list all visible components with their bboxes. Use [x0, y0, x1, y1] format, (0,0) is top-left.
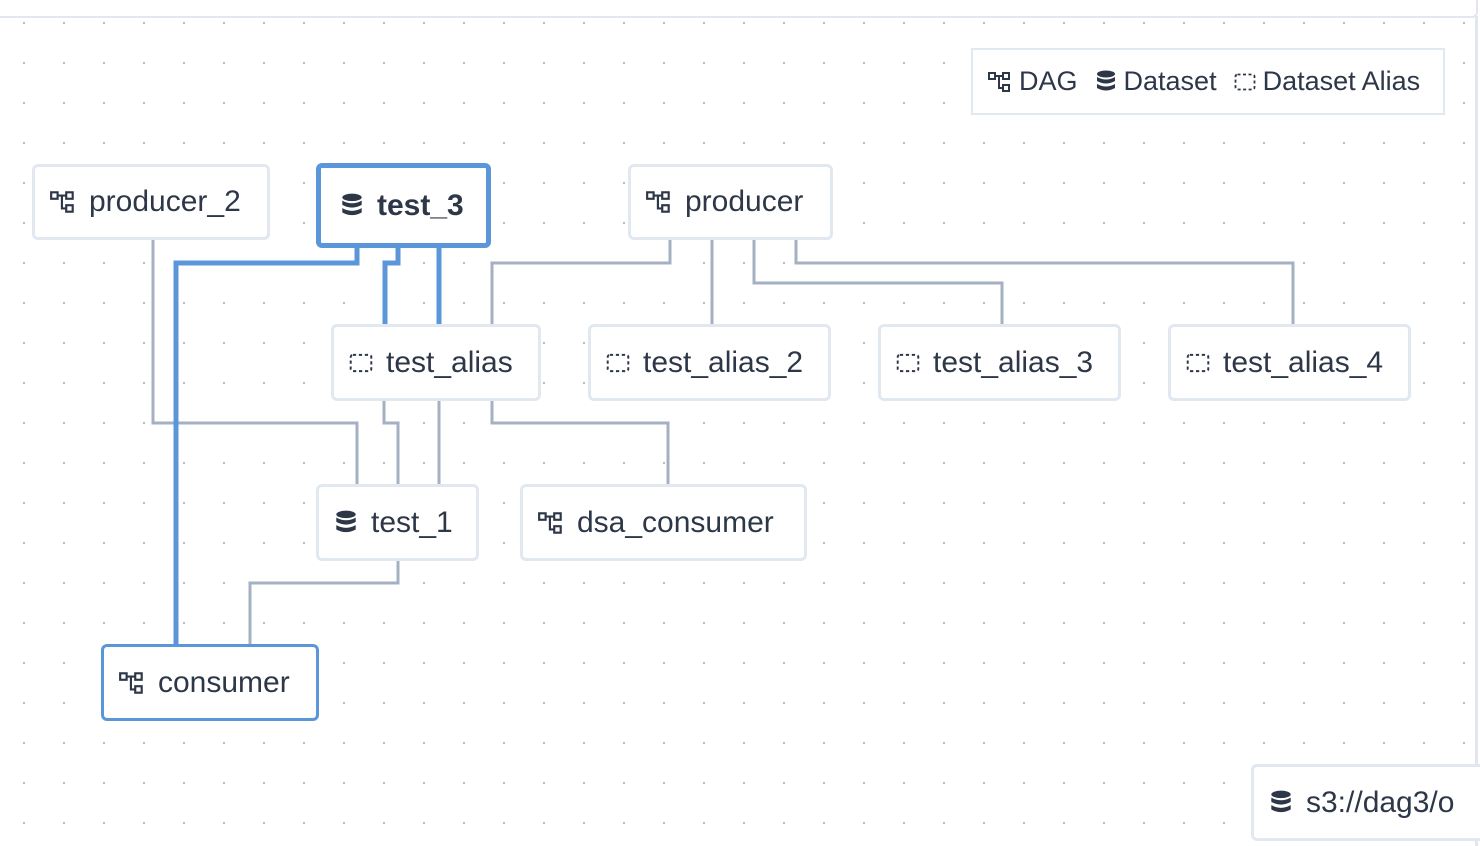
node-label: producer_2	[89, 185, 241, 218]
edge-producer-testalias3	[752, 240, 1004, 325]
panel-top-frame	[0, 0, 1478, 18]
node-label: test_3	[377, 188, 464, 222]
edge-test1-consumer	[248, 560, 400, 645]
dag-node-consumer[interactable]: consumer	[101, 644, 319, 721]
dag-icon	[645, 189, 673, 215]
node-label: producer	[685, 185, 804, 218]
dag-node-producer-2[interactable]: producer_2	[32, 164, 270, 240]
dag-icon	[49, 189, 77, 215]
edge-test3-testalias-a	[382, 245, 401, 325]
node-label: test_alias_2	[643, 345, 804, 379]
alias-node-test-alias[interactable]: test_alias	[331, 324, 541, 401]
node-label: test_alias	[386, 345, 513, 379]
dataset-alias-icon	[348, 350, 374, 376]
dataset-alias-icon	[1185, 350, 1211, 376]
legend-dag-label: DAG	[1019, 66, 1078, 96]
edge-producer2-test1	[151, 240, 359, 485]
dag-node-producer[interactable]: producer	[628, 164, 833, 240]
dag-icon	[537, 510, 565, 536]
database-icon	[1094, 69, 1118, 95]
dataset-alias-icon	[1233, 70, 1257, 94]
alias-node-test-alias-3[interactable]: test_alias_3	[878, 324, 1121, 401]
legend-dataset: Dataset	[1094, 66, 1217, 97]
dataset-alias-icon	[895, 350, 921, 376]
dag-icon	[118, 670, 146, 696]
legend-panel: DAG Dataset Dataset Alias	[971, 48, 1445, 115]
alias-node-test-alias-2[interactable]: test_alias_2	[588, 324, 831, 401]
dag-icon	[987, 70, 1013, 94]
dag-node-dsa-consumer[interactable]: dsa_consumer	[520, 484, 807, 561]
node-label: test_1	[371, 505, 453, 539]
alias-node-test-alias-4[interactable]: test_alias_4	[1168, 324, 1411, 401]
edge-testalias-test1-a	[382, 400, 400, 485]
database-icon	[333, 509, 359, 537]
node-label: consumer	[158, 665, 290, 699]
dataset-node-test-1[interactable]: test_1	[316, 484, 479, 561]
legend-dataset-label: Dataset	[1123, 66, 1217, 96]
edge-testalias-dsaconsumer	[490, 400, 670, 485]
node-label: dsa_consumer	[577, 505, 774, 539]
node-label: test_alias_3	[933, 345, 1094, 379]
panel-right-frame	[1475, 16, 1478, 846]
legend-alias-label: Dataset Alias	[1262, 66, 1421, 96]
edge-producer-testalias	[490, 240, 672, 325]
legend-dag: DAG	[987, 66, 1078, 97]
dataset-alias-icon	[605, 350, 631, 376]
dataset-node-test-3[interactable]: test_3	[316, 163, 491, 248]
node-label: s3://dag3/o	[1306, 785, 1455, 819]
node-label: test_alias_4	[1223, 345, 1384, 379]
database-icon	[339, 192, 365, 220]
edge-producer-testalias4	[794, 240, 1295, 325]
dataset-node-s3[interactable]: s3://dag3/o	[1251, 764, 1480, 841]
edge-test3-consumer	[173, 245, 360, 645]
database-icon	[1268, 789, 1294, 817]
legend-alias: Dataset Alias	[1233, 66, 1421, 97]
